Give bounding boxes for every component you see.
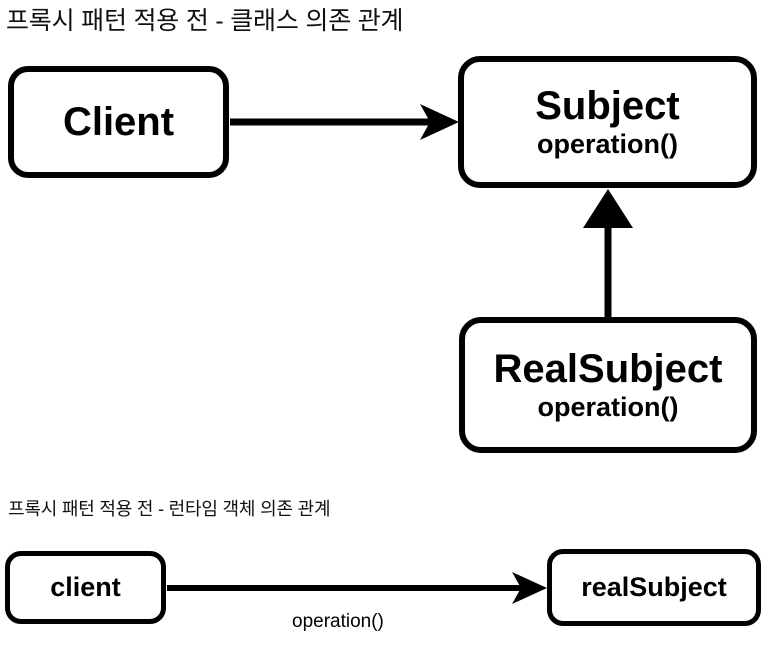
arrow-realsubject-to-subject xyxy=(583,189,633,317)
node-client-runtime[interactable]: client xyxy=(5,551,166,624)
node-realsubject[interactable]: RealSubject operation() xyxy=(459,317,757,453)
node-client[interactable]: Client xyxy=(8,66,229,178)
edge-label-operation: operation() xyxy=(292,611,384,632)
arrow-client-to-realsubject-runtime xyxy=(167,572,547,604)
arrow-client-to-subject xyxy=(230,104,459,140)
node-subject[interactable]: Subject operation() xyxy=(458,56,757,188)
runtime-diagram-title: 프록시 패턴 적용 전 - 런타임 객체 의존 관계 xyxy=(8,499,331,519)
node-realsubject-runtime-name: realSubject xyxy=(581,572,727,603)
node-realsubject-operation: operation() xyxy=(537,392,679,423)
node-subject-name: Subject xyxy=(535,84,680,129)
node-client-runtime-name: client xyxy=(50,572,121,603)
node-realsubject-name: RealSubject xyxy=(493,347,723,392)
node-subject-operation: operation() xyxy=(537,129,678,160)
node-realsubject-runtime[interactable]: realSubject xyxy=(547,549,761,626)
node-client-name: Client xyxy=(62,100,175,144)
class-diagram-title: 프록시 패턴 적용 전 - 클래스 의존 관계 xyxy=(6,7,404,35)
